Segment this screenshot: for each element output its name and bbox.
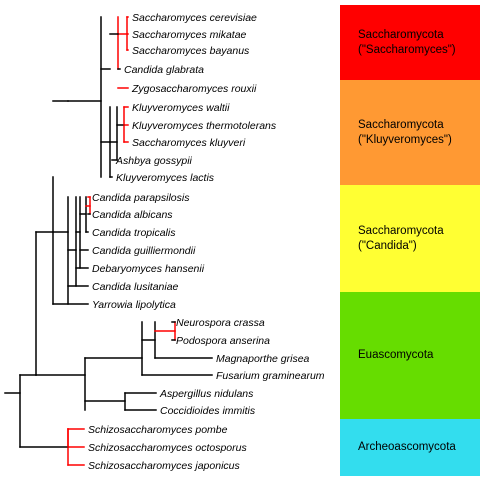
taxon-label: Schizosaccharomyces pombe	[88, 424, 228, 436]
taxon-label: Saccharomyces cerevisiae	[132, 12, 257, 24]
clade-box: Archeoascomycota	[340, 419, 480, 476]
taxon-label: Candida glabrata	[124, 64, 204, 76]
taxon-label: Kluyveromyces lactis	[116, 172, 215, 184]
taxon-label: Magnaporthe grisea	[216, 353, 310, 365]
taxon-label: Saccharomyces kluyveri	[132, 137, 246, 149]
taxon-label: Schizosaccharomyces japonicus	[88, 460, 240, 472]
taxon-label: Saccharomyces bayanus	[132, 45, 250, 57]
taxon-label: Candida tropicalis	[92, 227, 176, 239]
taxon-label: Yarrowia lipolytica	[92, 299, 176, 311]
clade-box: Saccharomycota ("Saccharomyces")	[340, 5, 480, 80]
clade-label: Saccharomycota ("Saccharomyces")	[358, 28, 456, 56]
taxon-label: Kluyveromyces waltii	[132, 102, 230, 114]
taxon-label: Candida albicans	[92, 209, 173, 221]
taxon-label: Fusarium graminearum	[216, 370, 325, 382]
clade-box: Saccharomycota ("Kluyveromyces")	[340, 80, 480, 185]
clade-label: Euascomycota	[358, 349, 434, 361]
taxon-label: Aspergillus nidulans	[159, 388, 254, 400]
taxon-label: Podospora anserina	[176, 335, 270, 347]
clade-label: Archeoascomycota	[358, 441, 456, 453]
taxon-label: Schizosaccharomyces octosporus	[88, 442, 247, 454]
clade-label: Saccharomycota ("Candida")	[358, 224, 444, 252]
taxon-label: Zygosaccharomyces rouxii	[131, 83, 257, 95]
taxon-label: Kluyveromyces thermotolerans	[132, 120, 277, 132]
taxon-label: Ashbya gossypii	[115, 155, 193, 167]
clade-label: Saccharomycota ("Kluyveromyces")	[358, 118, 452, 146]
taxon-label: Saccharomyces mikatae	[132, 29, 247, 41]
taxon-label: Candida parapsilosis	[92, 192, 190, 204]
clade-box: Euascomycota	[340, 292, 480, 419]
taxon-label: Candida guilliermondii	[92, 245, 196, 257]
clade-box: Saccharomycota ("Candida")	[340, 185, 480, 292]
taxon-label: Debaryomyces hansenii	[92, 263, 205, 275]
taxon-label: Candida lusitaniae	[92, 281, 179, 293]
taxon-label: Coccidioides immitis	[160, 405, 256, 417]
taxon-label: Neurospora crassa	[176, 317, 265, 329]
